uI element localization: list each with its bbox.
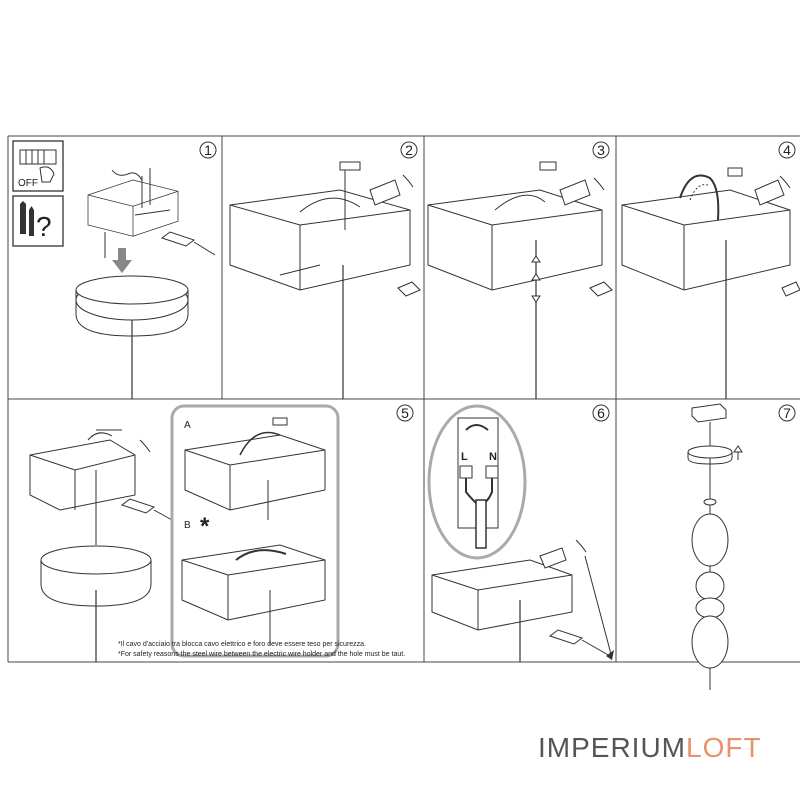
step-7-label: 7 [783,405,791,421]
brand-part2: LOFT [686,732,762,763]
panel-1: OFF ? [12,140,216,399]
variant-b-label: B [184,520,191,531]
tools-icon: ? [12,195,64,247]
step-number-4: 4 [778,141,796,159]
step-number-2: 2 [400,141,418,159]
asterisk-icon: * [200,513,210,540]
arrow-up-icon [733,445,743,460]
brand-logo: IMPERIUMLOFT [538,732,762,764]
step-number-1: 1 [199,141,217,159]
panel-4 [621,167,800,399]
step-number-7: 7 [778,404,796,422]
step-5-label: 5 [401,405,409,421]
step-number-6: 6 [592,404,610,422]
step-1-label: 1 [204,142,212,158]
step-number-3: 3 [592,141,610,159]
panel-7 [687,403,743,690]
step-3-label: 3 [597,142,605,158]
panel-6: L N [427,404,614,662]
terminal-n-label: N [489,451,497,463]
step-4-label: 4 [783,142,791,158]
terminal-l-label: L [461,451,468,463]
note-italian: *Il cavo d'acciaio tra blocca cavo elett… [118,641,366,648]
switch-off-icon: OFF [12,140,64,192]
panel-grid [7,135,800,663]
panel-2 [229,161,421,399]
brand-part1: IMPERIUM [538,732,686,763]
step-number-5: 5 [396,404,414,422]
question-icon: ? [36,211,52,242]
step-2-label: 2 [405,142,413,158]
arrow-down-icon [112,248,132,273]
step-6-label: 6 [597,405,605,421]
note-english: *For safety reasons the steel wire betwe… [118,651,405,658]
switch-off-label: OFF [18,178,38,189]
panel-3 [427,161,613,399]
panel-5: A B * *Il cavo d'acciaio tra blocca cavo… [29,404,405,662]
variant-a-label: A [184,420,191,431]
